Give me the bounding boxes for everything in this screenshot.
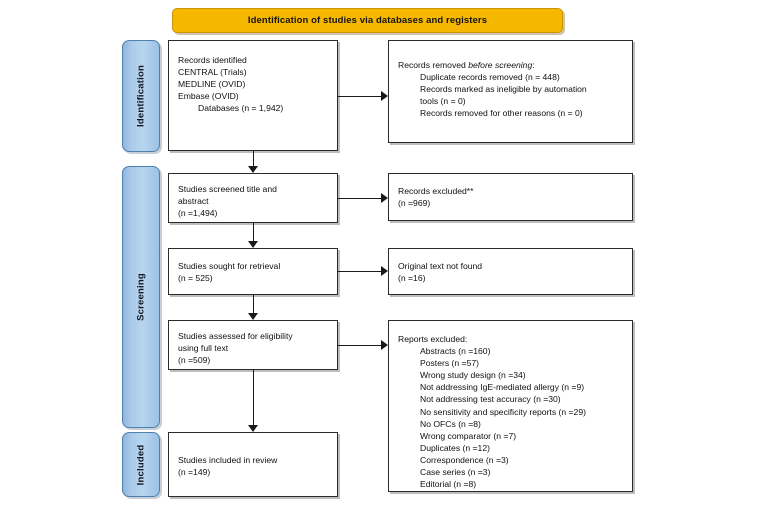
phase-label-screening: Screening bbox=[135, 273, 147, 321]
phase-tab-screening: Screening bbox=[122, 166, 160, 428]
records-removed-title-part1: Records removed bbox=[398, 60, 469, 70]
not-found-title: Original text not found bbox=[398, 261, 483, 271]
records-excluded-count: (n =969) bbox=[398, 198, 431, 209]
records-identified-databases-count: Databases (n = 1,942) bbox=[198, 103, 284, 114]
connector-screened-to-excluded bbox=[338, 198, 381, 199]
connector-identified-to-removed bbox=[338, 96, 381, 97]
reports-excluded-reason: Editorial (n =8) bbox=[420, 479, 477, 490]
records-ineligible-automation-cont: tools (n = 0) bbox=[420, 96, 466, 107]
diagram-header-banner: Identification of studies via databases … bbox=[172, 8, 563, 33]
studies-screened-line2: abstract bbox=[178, 196, 209, 207]
phase-tab-identification: Identification bbox=[122, 40, 160, 152]
phase-label-included: Included bbox=[135, 444, 147, 485]
arrowhead-right-icon bbox=[381, 91, 388, 101]
records-removed-title: Records removed before screening: bbox=[398, 59, 624, 71]
records-identified-title: Records identified bbox=[178, 55, 247, 65]
connector-sought-to-assessed bbox=[253, 295, 254, 313]
reports-excluded-reason: Wrong study design (n =34) bbox=[420, 370, 526, 381]
arrowhead-down-icon bbox=[248, 241, 258, 248]
records-removed-title-emphasis: before screening bbox=[468, 60, 533, 70]
connector-assessed-to-included bbox=[253, 370, 254, 425]
studies-assessed-count: (n =509) bbox=[178, 355, 211, 366]
reports-excluded-reason: Wrong comparator (n =7) bbox=[420, 430, 517, 441]
records-identified-source-embase: Embase (OVID) bbox=[178, 91, 239, 102]
diagram-title: Identification of studies via databases … bbox=[247, 15, 488, 26]
not-found-count: (n =16) bbox=[398, 273, 426, 284]
reports-excluded-reason: Correspondence (n =3) bbox=[420, 454, 509, 465]
studies-assessed-line2: using full text bbox=[178, 343, 229, 354]
phase-tab-included: Included bbox=[122, 432, 160, 497]
box-original-text-not-found: Original text not found (n =16) bbox=[388, 248, 633, 295]
studies-sought-count: (n = 525) bbox=[178, 273, 213, 284]
studies-sought-title: Studies sought for retrieval bbox=[178, 261, 281, 271]
reports-excluded-reason: Not addressing IgE-mediated allergy (n =… bbox=[420, 382, 585, 393]
connector-screened-to-sought bbox=[253, 223, 254, 241]
arrowhead-down-icon bbox=[248, 425, 258, 432]
reports-excluded-reason: Abstracts (n =160) bbox=[420, 346, 491, 357]
studies-screened-count: (n =1,494) bbox=[178, 208, 218, 219]
studies-assessed-line1: Studies assessed for eligibility bbox=[178, 331, 293, 341]
duplicate-records-removed: Duplicate records removed (n = 448) bbox=[420, 72, 560, 83]
reports-excluded-reason: Not addressing test accuracy (n =30) bbox=[420, 394, 561, 405]
records-identified-source-central: CENTRAL (Trials) bbox=[178, 67, 247, 78]
box-studies-assessed-for-eligibility: Studies assessed for eligibility using f… bbox=[168, 320, 338, 370]
reports-excluded-title: Reports excluded: bbox=[398, 334, 468, 344]
records-removed-other-reasons: Records removed for other reasons (n = 0… bbox=[420, 108, 583, 119]
arrowhead-right-icon bbox=[381, 340, 388, 350]
studies-screened-line1: Studies screened title and bbox=[178, 184, 277, 194]
connector-assessed-to-reports-excluded bbox=[338, 345, 381, 346]
arrowhead-down-icon bbox=[248, 166, 258, 173]
box-reports-excluded: Reports excluded: Abstracts (n =160) Pos… bbox=[388, 320, 633, 492]
phase-label-identification: Identification bbox=[135, 65, 147, 127]
box-studies-screened: Studies screened title and abstract (n =… bbox=[168, 173, 338, 223]
reports-excluded-reason: Duplicates (n =12) bbox=[420, 442, 490, 453]
reports-excluded-reason: Case series (n =3) bbox=[420, 467, 491, 478]
arrowhead-down-icon bbox=[248, 313, 258, 320]
box-records-identified: Records identified CENTRAL (Trials) MEDL… bbox=[168, 40, 338, 151]
box-studies-included-in-review: Studies included in review (n =149) bbox=[168, 432, 338, 497]
records-removed-title-part3: : bbox=[532, 60, 535, 70]
box-records-removed-before-screening: Records removed before screening: Duplic… bbox=[388, 40, 633, 143]
studies-included-title: Studies included in review bbox=[178, 455, 278, 465]
box-studies-sought-for-retrieval: Studies sought for retrieval (n = 525) bbox=[168, 248, 338, 295]
records-identified-source-medline: MEDLINE (OVID) bbox=[178, 79, 246, 90]
records-excluded-title: Records excluded** bbox=[398, 186, 474, 196]
connector-identified-to-screened bbox=[253, 151, 254, 166]
studies-included-count: (n =149) bbox=[178, 467, 211, 478]
reports-excluded-reason: No OFCs (n =8) bbox=[420, 418, 481, 429]
reports-excluded-reason: No sensitivity and specificity reports (… bbox=[420, 406, 586, 417]
reports-excluded-reason: Posters (n =57) bbox=[420, 358, 479, 369]
arrowhead-right-icon bbox=[381, 193, 388, 203]
box-records-excluded: Records excluded** (n =969) bbox=[388, 173, 633, 221]
arrowhead-right-icon bbox=[381, 266, 388, 276]
records-ineligible-automation: Records marked as ineligible by automati… bbox=[420, 84, 587, 95]
connector-sought-to-notfound bbox=[338, 271, 381, 272]
